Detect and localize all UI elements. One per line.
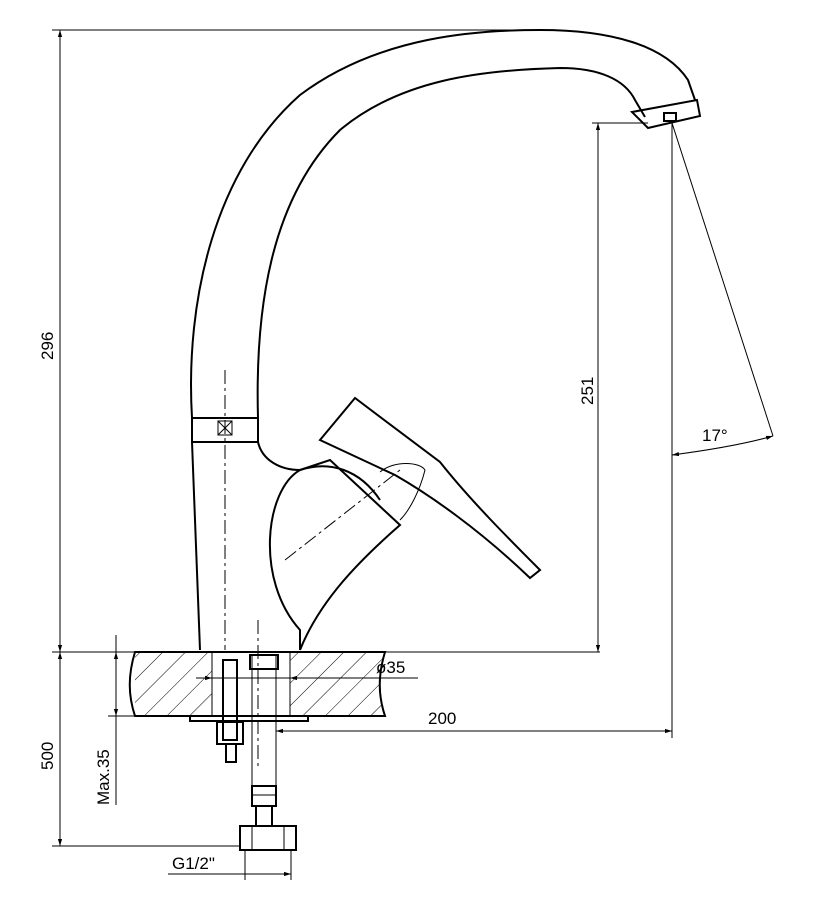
hole-diameter-label: ø35 bbox=[376, 658, 405, 677]
dimension-lines bbox=[52, 29, 774, 880]
spout-reach-label: 200 bbox=[428, 709, 456, 728]
countertop-section bbox=[128, 651, 387, 722]
spout-angle-label: 17° bbox=[702, 426, 728, 445]
faucet-body bbox=[190, 28, 702, 770]
flexible-hose bbox=[239, 654, 297, 851]
max-deck-thickness-label: Max.35 bbox=[94, 749, 113, 805]
mounting-stud bbox=[216, 659, 244, 763]
hose-length-label: 500 bbox=[38, 742, 57, 770]
spout-height-label: 251 bbox=[578, 377, 597, 405]
thread-label: G1/2" bbox=[172, 854, 215, 873]
total-height-label: 296 bbox=[38, 332, 57, 360]
